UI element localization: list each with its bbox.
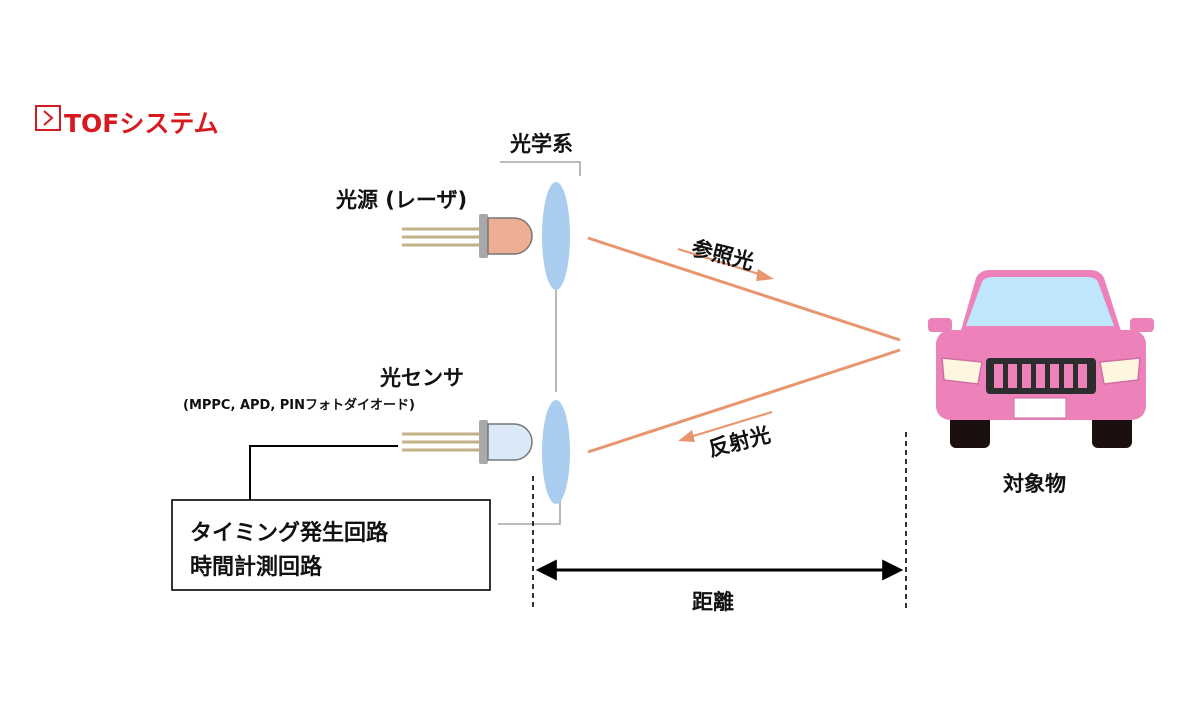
lower-lens-icon <box>542 400 570 504</box>
car-icon <box>928 270 1154 448</box>
upper-lens-icon <box>542 182 570 290</box>
laser-icon <box>402 214 533 258</box>
sensor-icon <box>402 420 533 464</box>
reflected-arrow <box>678 410 773 442</box>
optics-bracket-bottom <box>498 498 561 525</box>
light-source-label: 光源 (レーザ) <box>336 188 468 212</box>
circuit-wire <box>249 445 398 500</box>
timing-circuit-label: タイミング発生回路 <box>190 521 389 546</box>
outgoing-beam <box>587 236 901 342</box>
optics-bracket <box>500 161 581 176</box>
circuit-box <box>171 499 491 591</box>
diagram-title: TOFシステム <box>64 109 219 138</box>
distance-label: 距離 <box>692 590 734 614</box>
return-beam <box>587 348 901 454</box>
time-measure-circuit-label: 時間計測回路 <box>190 555 323 580</box>
chevron-box-icon <box>35 105 61 131</box>
optics-label: 光学系 <box>510 132 573 156</box>
reference-arrow <box>677 247 774 281</box>
sensor-label: 光センサ <box>380 366 464 390</box>
sensor-types-label: (MPPC, APD, PINフォトダイオード) <box>183 398 415 413</box>
target-label: 対象物 <box>1003 472 1066 496</box>
